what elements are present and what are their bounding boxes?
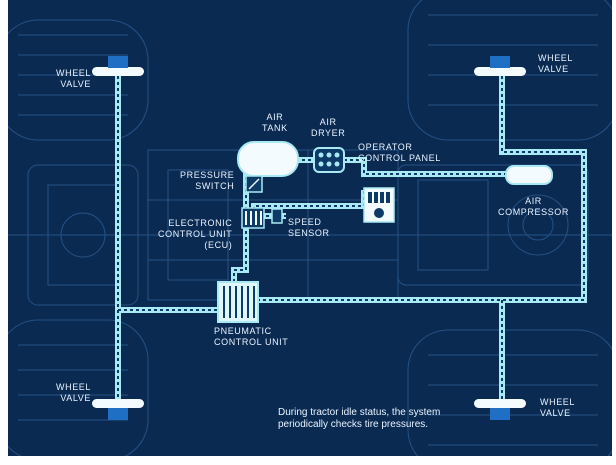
wheel-valve-label-bottom-right: WHEEL VALVE — [540, 397, 575, 419]
tire-inflation-diagram: WHEEL VALVE WHEEL VALVE WHEEL VALVE WHEE… — [8, 0, 612, 456]
speed-sensor-label: SPEED SENSOR — [288, 217, 330, 239]
wheel-valve-icon — [92, 399, 144, 420]
operator-control-panel-label: OPERATOR CONTROL PANEL — [358, 142, 441, 164]
air-tank-icon — [238, 142, 298, 176]
pneumatic-control-unit-label: PNEUMATIC CONTROL UNIT — [214, 326, 288, 348]
control-panel-icon — [364, 188, 394, 222]
air-compressor-label: AIR COMPRESSOR — [498, 196, 569, 218]
pressure-switch-icon — [246, 176, 262, 192]
ecu-label: ELECTRONIC CONTROL UNIT (ECU) — [158, 218, 232, 251]
wheel-valve-label-top-left: WHEEL VALVE — [56, 68, 91, 90]
air-dryer-icon — [314, 148, 344, 172]
air-dryer-label: AIR DRYER — [311, 117, 345, 139]
speed-sensor-icon — [272, 209, 282, 223]
pressure-switch-label: PRESSURE SWITCH — [180, 170, 234, 192]
wheel-valve-icon — [474, 56, 526, 76]
ecu-icon — [242, 208, 264, 228]
wheel-valve-label-bottom-left: WHEEL VALVE — [56, 382, 91, 404]
wheel-valve-label-top-right: WHEEL VALVE — [538, 53, 573, 75]
compressor-icon — [506, 166, 552, 184]
wheel-valve-icon — [92, 56, 144, 76]
caption-text: During tractor idle status, the system p… — [278, 407, 440, 431]
pneumatic-unit-icon — [218, 282, 258, 322]
air-tank-label: AIR TANK — [262, 112, 288, 134]
wheel-valve-icon — [474, 399, 526, 420]
